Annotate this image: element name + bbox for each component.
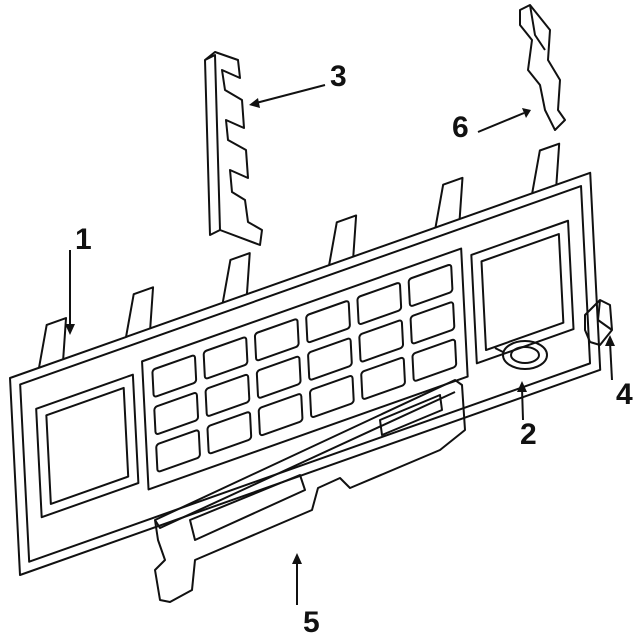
grille-slot [255,318,299,361]
callout-3: 3 [330,60,347,93]
clip-part-4 [585,300,612,345]
grille-slot [412,339,456,382]
grille-fin [530,144,561,194]
grille-slot [310,375,354,418]
grille-slot [361,357,405,400]
grille-slot [154,392,198,435]
grille-slot [410,302,454,345]
callout-4: 4 [616,378,633,411]
grille-slot [156,430,200,473]
callout-2: 2 [520,418,537,451]
grille-slot [204,337,248,380]
grille-fin [124,287,155,337]
grille-fin [221,253,252,303]
callout-1: 1 [75,223,92,256]
bracket-part-3 [205,52,262,245]
grille-slot [359,320,403,363]
callout-6: 6 [452,111,469,144]
grille-slot [259,393,303,436]
callout-5: 5 [303,606,320,639]
grille-slot [306,300,350,343]
grille-slot [205,374,249,417]
grille-slot [357,282,401,325]
grille-slot [409,264,453,307]
grille-fin [37,318,68,368]
bracket-part-6 [520,5,565,130]
grille-fin [327,215,358,265]
leader-lines [65,85,615,605]
grille-slot [257,356,301,399]
grille-slot [308,338,352,381]
grille-slot [152,355,196,398]
emblem-part-2 [495,341,547,369]
grille-slot [207,411,251,454]
grille-fin [433,178,464,228]
lower-panel-part-5 [155,380,465,602]
grille [8,133,600,575]
